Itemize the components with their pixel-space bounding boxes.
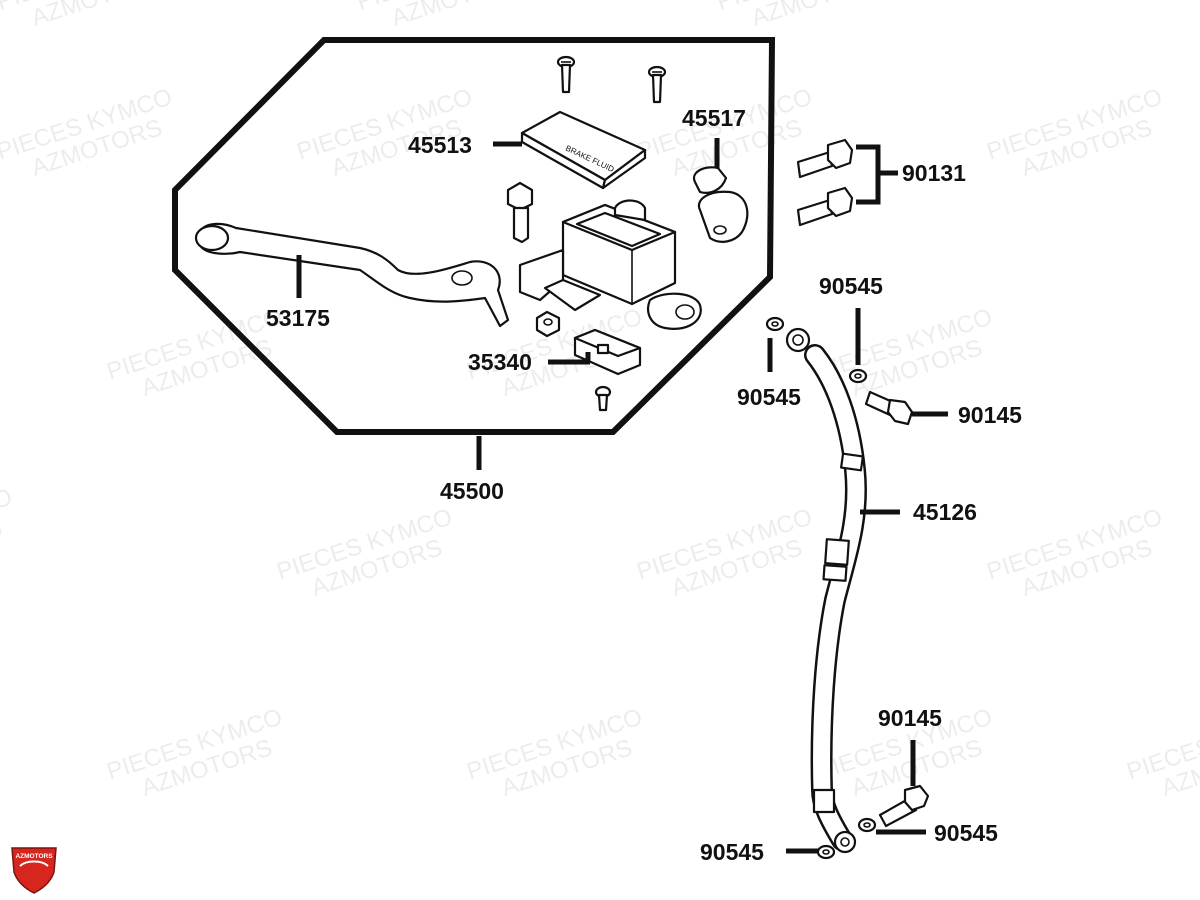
label-90145-upper: 90145	[958, 402, 1022, 428]
label-90131: 90131	[902, 160, 966, 186]
part-labels: 45513 45517 90131 53175 35340 45500 9054…	[266, 105, 1022, 865]
label-45517: 45517	[682, 105, 746, 131]
washer-top-right[interactable]	[848, 368, 868, 384]
cap-screw-left[interactable]	[556, 55, 576, 94]
label-53175: 53175	[266, 305, 330, 331]
washer-top-left[interactable]	[765, 316, 785, 332]
label-90545-top-right: 90545	[819, 273, 883, 299]
label-45500: 45500	[440, 478, 504, 504]
brake-hose-part[interactable]	[785, 327, 867, 854]
watermark-line2: AZMOTORS	[0, 514, 5, 582]
banjo-bolt-lower[interactable]	[878, 784, 930, 828]
label-90545-bottom-left: 90545	[700, 839, 764, 865]
watermark-line2: AZMOTORS	[748, 0, 885, 32]
switch-screw[interactable]	[594, 385, 612, 412]
logo-text: AZMOTORS	[15, 853, 53, 860]
azmotors-logo: AZMOTORS	[11, 847, 57, 894]
reservoir-cap-part[interactable]: BRAKE FLUID	[520, 110, 647, 190]
mounting-bolt-upper[interactable]	[796, 138, 854, 179]
label-90545-bottom-right: 90545	[934, 820, 998, 846]
pivot-bolt[interactable]	[506, 181, 534, 244]
brake-lever-part[interactable]	[194, 222, 510, 328]
label-90145-lower: 90145	[878, 705, 942, 731]
watermark-line2: AZMOTORS	[388, 0, 525, 32]
washer-bottom-left[interactable]	[816, 844, 836, 860]
label-45513: 45513	[408, 132, 472, 158]
pivot-nut[interactable]	[535, 310, 561, 338]
label-35340: 35340	[468, 349, 532, 375]
banjo-bolt-upper[interactable]	[864, 390, 914, 426]
master-cylinder-body[interactable]	[518, 199, 702, 330]
mounting-bolt-lower[interactable]	[796, 186, 854, 227]
washer-bottom-right[interactable]	[857, 817, 877, 833]
watermark-line2: AZMOTORS	[28, 0, 165, 32]
label-45126: 45126	[913, 499, 977, 525]
handlebar-clamp-part[interactable]	[692, 166, 749, 243]
brake-switch-part[interactable]	[573, 328, 642, 376]
cap-screw-right[interactable]	[647, 65, 667, 104]
label-90545-top-left: 90545	[737, 384, 801, 410]
leader-lines	[296, 138, 948, 854]
assembly-outline-45500	[172, 37, 776, 435]
watermark-line1: PIECES KYMCO	[0, 484, 16, 566]
